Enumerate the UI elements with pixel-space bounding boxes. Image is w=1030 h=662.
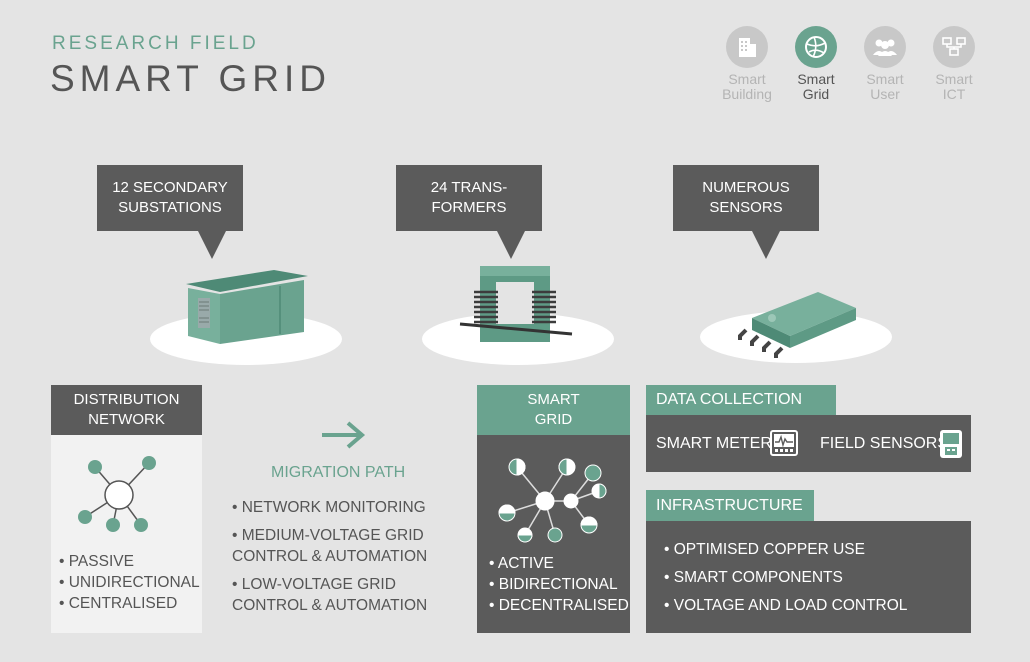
users-icon xyxy=(864,26,906,68)
nav-label: Smart User xyxy=(866,71,904,102)
distribution-network-title: DISTRIBUTION NETWORK xyxy=(51,385,202,435)
section-kicker: RESEARCH FIELD xyxy=(52,33,259,54)
data-collection-panel: SMART METER FIELD SENSORS xyxy=(646,415,971,472)
callout-substations: 12 SECONDARY SUBSTATIONS xyxy=(97,165,243,231)
list-item: OPTIMISED COPPER USE xyxy=(664,539,907,560)
list-item: MEDIUM-VOLTAGE GRID CONTROL & AUTOMATION xyxy=(232,525,427,567)
smart-meter-icon xyxy=(770,430,798,456)
decentralised-network-icon xyxy=(498,458,607,543)
callout-tail xyxy=(497,231,525,259)
nav-label: Smart ICT xyxy=(935,71,973,102)
callout-tail xyxy=(752,231,780,259)
list-item: PASSIVE xyxy=(59,551,200,572)
list-item: NETWORK MONITORING xyxy=(232,497,427,518)
field-sensor-icon xyxy=(940,430,962,458)
nav-smart-ict[interactable]: Smart ICT xyxy=(919,26,989,102)
building-icon xyxy=(726,26,768,68)
callout-tail xyxy=(198,231,226,259)
arrow-right-icon xyxy=(322,421,366,449)
nav-smart-grid[interactable]: Smart Grid xyxy=(781,26,851,102)
nav-smart-building[interactable]: Smart Building xyxy=(712,26,782,102)
list-item: ACTIVE xyxy=(489,553,629,574)
migration-path-list: NETWORK MONITORING MEDIUM-VOLTAGE GRID C… xyxy=(232,497,427,616)
field-sensors-label: FIELD SENSORS xyxy=(820,435,949,452)
infrastructure-title: INFRASTRUCTURE xyxy=(646,490,814,521)
data-collection-title: DATA COLLECTION xyxy=(646,385,836,415)
smart-meter-label: SMART METER xyxy=(656,435,772,452)
smart-grid-panel: ACTIVE BIDIRECTIONAL DECENTRALISED xyxy=(477,435,630,633)
list-item: UNIDIRECTIONAL xyxy=(59,572,200,593)
nav-label: Smart Building xyxy=(722,71,772,102)
migration-path-title: MIGRATION PATH xyxy=(271,464,406,481)
distribution-network-panel: PASSIVE UNIDIRECTIONAL CENTRALISED xyxy=(51,435,202,633)
callout-transformers: 24 TRANS- FORMERS xyxy=(396,165,542,231)
smart-grid-title: SMART GRID xyxy=(477,385,630,435)
list-item: DECENTRALISED xyxy=(489,595,629,616)
sensor-chip-icon xyxy=(738,292,856,358)
nav-label: Smart Grid xyxy=(797,71,835,102)
page-title: SMART GRID xyxy=(50,58,331,99)
substation-icon xyxy=(186,270,308,344)
infrastructure-list: OPTIMISED COPPER USE SMART COMPONENTS VO… xyxy=(664,539,908,616)
list-item: LOW-VOLTAGE GRID CONTROL & AUTOMATION xyxy=(232,574,427,616)
smart-grid-list: ACTIVE BIDIRECTIONAL DECENTRALISED xyxy=(489,553,629,616)
list-item: BIDIRECTIONAL xyxy=(489,574,629,595)
globe-icon xyxy=(795,26,837,68)
transformer-icon xyxy=(459,266,573,342)
distribution-network-list: PASSIVE UNIDIRECTIONAL CENTRALISED xyxy=(59,551,200,614)
list-item: VOLTAGE AND LOAD CONTROL xyxy=(664,595,908,616)
list-item: CENTRALISED xyxy=(59,593,200,614)
nav-smart-user[interactable]: Smart User xyxy=(850,26,920,102)
centralised-network-icon xyxy=(78,456,156,532)
list-item: SMART COMPONENTS xyxy=(664,567,907,588)
infrastructure-panel: OPTIMISED COPPER USE SMART COMPONENTS VO… xyxy=(646,521,971,633)
network-icon xyxy=(933,26,975,68)
callout-sensors: NUMEROUS SENSORS xyxy=(673,165,819,231)
